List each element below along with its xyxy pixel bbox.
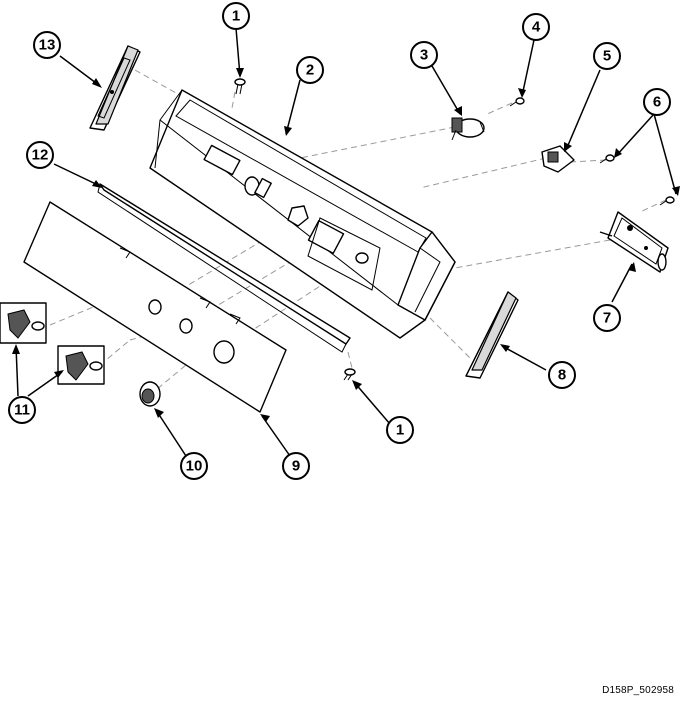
callout-label: 5 bbox=[603, 48, 611, 65]
drawing-code: D158P_502958 bbox=[602, 685, 674, 696]
callout-label: 12 bbox=[32, 147, 49, 164]
callout-1-bottom: 1 bbox=[386, 416, 414, 444]
part-9-control-panel bbox=[23, 201, 287, 413]
part-5-switch-block bbox=[541, 145, 575, 173]
callout-label: 8 bbox=[558, 367, 566, 384]
part-7-timer bbox=[599, 211, 669, 273]
callout-6: 6 bbox=[643, 88, 671, 116]
callout-8: 8 bbox=[548, 361, 576, 389]
leader-lines bbox=[15, 27, 677, 457]
part-10-knob bbox=[139, 381, 161, 407]
callout-9: 9 bbox=[282, 452, 310, 480]
callout-3: 3 bbox=[410, 41, 438, 69]
part-1-screw-bottom bbox=[343, 368, 356, 381]
callout-label: 9 bbox=[292, 458, 300, 475]
callout-7: 7 bbox=[593, 304, 621, 332]
callout-11: 11 bbox=[8, 396, 36, 424]
part-13-left-end-cap bbox=[89, 45, 141, 131]
part-1-screw-top bbox=[234, 78, 246, 95]
part-11-push-buttons bbox=[0, 302, 105, 385]
callout-12: 12 bbox=[26, 141, 54, 169]
part-8-right-end-cap bbox=[465, 291, 519, 379]
part-4-screw bbox=[509, 97, 525, 107]
callout-10: 10 bbox=[180, 452, 208, 480]
callout-label: 10 bbox=[186, 458, 203, 475]
part-12-trim-strip bbox=[97, 183, 351, 353]
callout-label: 6 bbox=[653, 94, 661, 111]
part-6-screws bbox=[599, 154, 675, 206]
part-2-console-housing bbox=[149, 89, 456, 339]
callout-label: 11 bbox=[14, 402, 30, 419]
callout-label: 4 bbox=[532, 19, 541, 36]
callout-label: 2 bbox=[306, 62, 314, 79]
callout-label: 3 bbox=[420, 47, 428, 64]
leader-arrowheads bbox=[12, 68, 680, 422]
callout-5: 5 bbox=[593, 42, 621, 70]
callout-1-top: 1 bbox=[222, 2, 250, 30]
callout-label: 7 bbox=[603, 310, 611, 327]
callout-4: 4 bbox=[522, 13, 550, 41]
callout-13: 13 bbox=[33, 31, 61, 59]
callout-label: 1 bbox=[232, 8, 240, 25]
callout-label: 13 bbox=[39, 37, 56, 54]
callout-label: 1 bbox=[396, 422, 404, 439]
part-3-switch bbox=[451, 117, 485, 141]
callout-2: 2 bbox=[296, 56, 324, 84]
